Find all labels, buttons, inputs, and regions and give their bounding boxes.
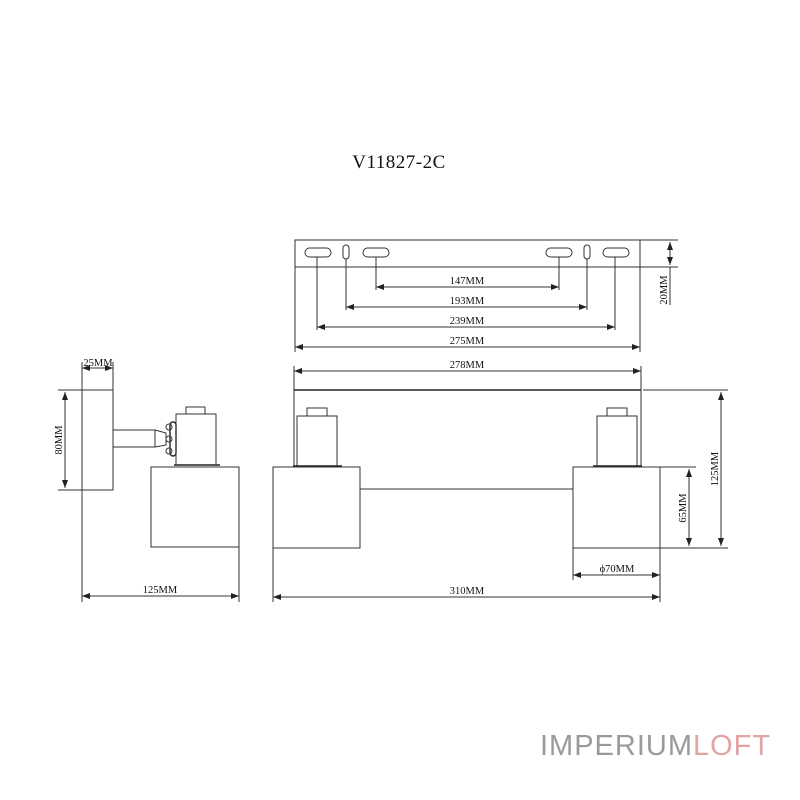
dim-310: 310MM bbox=[450, 586, 485, 597]
left-lamp-shade bbox=[272, 466, 361, 549]
slot-right-outer bbox=[602, 247, 630, 258]
logo-part-imperium: IMPERIUM bbox=[540, 730, 693, 762]
dim-65: 65MM bbox=[678, 493, 689, 523]
side-view: 25MM 80MM 125MM bbox=[54, 358, 240, 602]
dim-25: 25MM bbox=[83, 358, 113, 369]
dim-275: 275MM bbox=[450, 336, 485, 347]
hole-right bbox=[583, 244, 591, 260]
right-lamp-shade bbox=[572, 466, 661, 549]
holder-cap bbox=[185, 406, 206, 415]
mounting-plate-view: 147MM 193MM 239MM 275MM 20MM bbox=[294, 239, 678, 352]
right-holder-cap bbox=[606, 407, 628, 417]
left-holder-cap bbox=[306, 407, 328, 417]
dim-80: 80MM bbox=[54, 425, 65, 455]
dim-193: 193MM bbox=[450, 296, 485, 307]
lamp-holder bbox=[175, 413, 217, 466]
lamp-shade bbox=[150, 466, 240, 548]
dim-phi70: ϕ70MM bbox=[600, 564, 635, 575]
joint bbox=[169, 421, 177, 457]
dim-125-side: 125MM bbox=[143, 585, 178, 596]
right-lamp-holder bbox=[596, 415, 638, 467]
mounting-plate bbox=[294, 239, 641, 268]
dim-20: 20MM bbox=[659, 275, 670, 305]
slot-left-outer bbox=[304, 247, 332, 258]
logo-part-loft: LOFT bbox=[693, 730, 772, 762]
front-view: 278MM 125MM 65MM ϕ70MM 310MM bbox=[272, 360, 728, 602]
slot-left-inner bbox=[362, 247, 390, 258]
arm bbox=[112, 429, 156, 448]
model-title: V11827-2C bbox=[352, 152, 446, 173]
dim-278: 278MM bbox=[450, 360, 485, 371]
dim-147: 147MM bbox=[450, 276, 485, 287]
slot-right-inner bbox=[545, 247, 573, 258]
brand-logo: IMPERIUMLOFT bbox=[540, 730, 771, 763]
left-lamp-holder bbox=[296, 415, 338, 467]
dim-125-height: 125MM bbox=[710, 451, 721, 486]
dim-239: 239MM bbox=[450, 316, 485, 327]
hole-left bbox=[342, 244, 350, 260]
wall-base bbox=[81, 389, 114, 491]
